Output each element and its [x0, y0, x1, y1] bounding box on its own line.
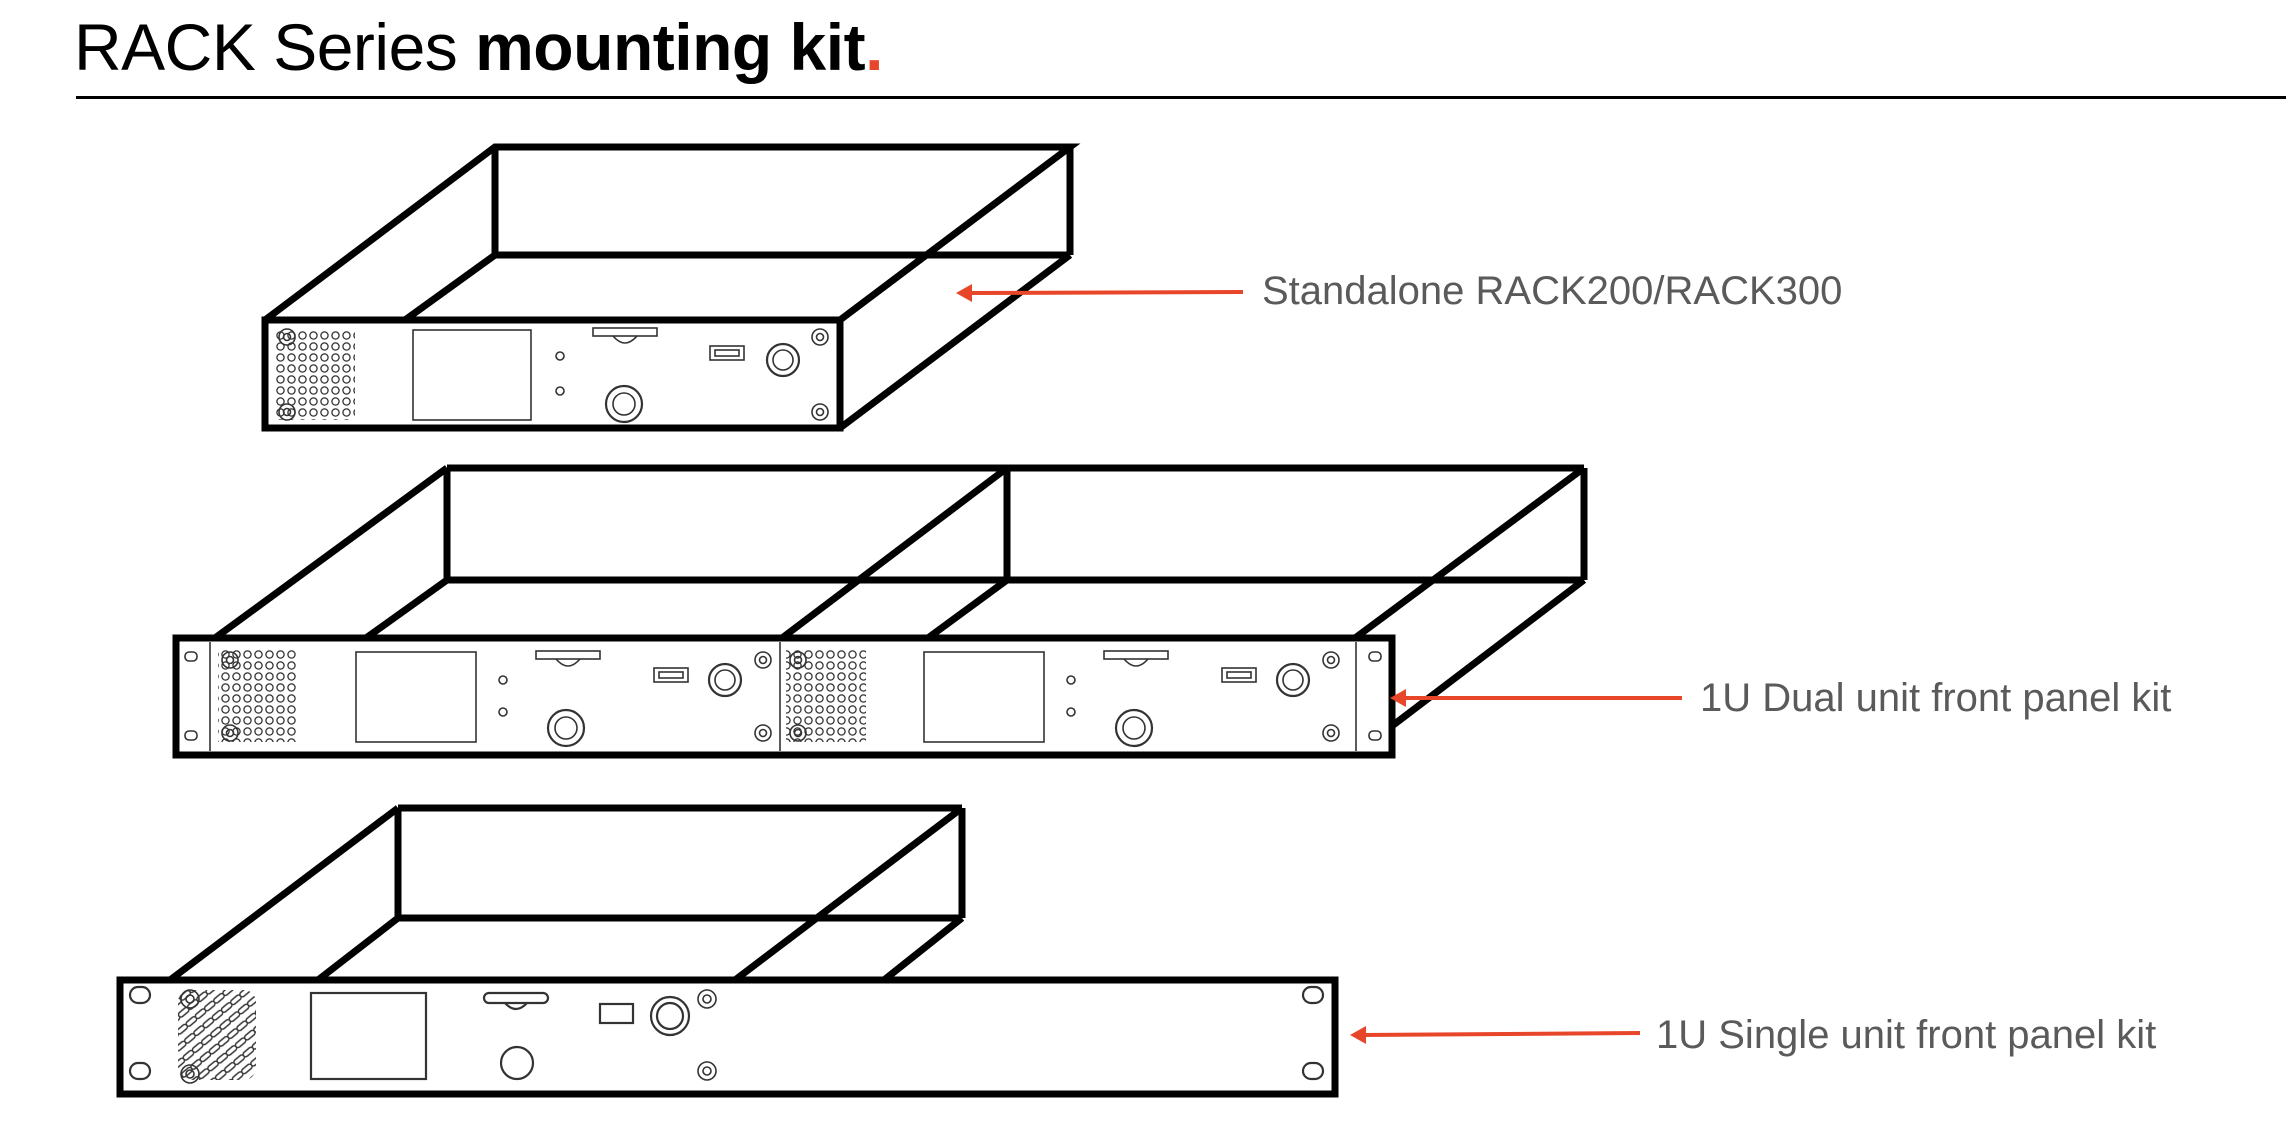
title-accent-dot: . — [865, 10, 883, 84]
page-title: RACK Series mounting kit. — [74, 8, 883, 87]
single-unit-kit-drawing — [116, 804, 1339, 1098]
label-dual-kit: 1U Dual unit front panel kit — [1700, 676, 2171, 720]
title-underline — [76, 96, 2286, 99]
dual-unit-kit-drawing — [172, 464, 1588, 759]
title-regular: RACK Series — [74, 10, 476, 84]
title-bold: mounting kit — [475, 10, 866, 84]
standalone-unit-drawing — [261, 143, 1081, 432]
label-standalone: Standalone RACK200/RACK300 — [1262, 269, 1842, 313]
arrow-dual — [1390, 689, 1682, 707]
arrow-single — [1350, 1026, 1641, 1044]
label-single-kit: 1U Single unit front panel kit — [1656, 1013, 2156, 1057]
arrow-standalone — [956, 284, 1244, 302]
